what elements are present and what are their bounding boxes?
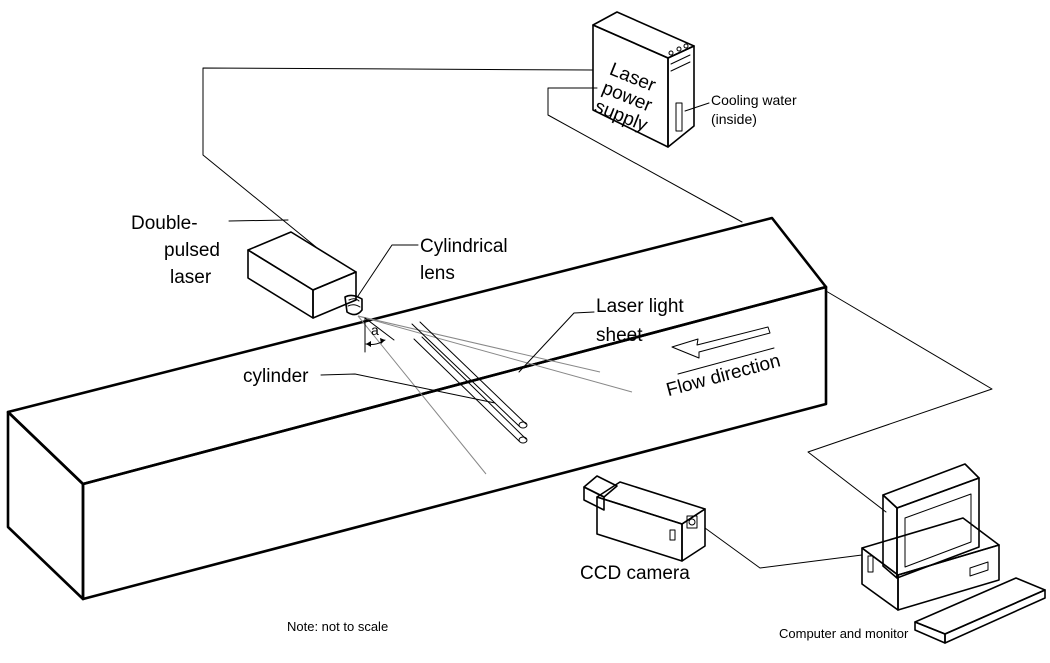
angle-marker (364, 317, 395, 353)
water-channel (6, 216, 828, 601)
note-label: Note: not to scale (287, 619, 389, 634)
double-pulsed-laser-line-1: Double- (131, 213, 198, 234)
cooling-water-line-2: (inside) (711, 111, 757, 127)
laser-power-supply (592, 11, 695, 148)
laser-light-sheet-label: Laser light sheet (596, 292, 684, 350)
label-leader-lines (228, 102, 710, 404)
laser-light-sheet-line-2: sheet (596, 325, 643, 346)
cylinder-label: cylinder (243, 366, 309, 387)
computer-and-monitor-label: Computer and monitor (779, 626, 909, 641)
flow-direction-arrow (671, 326, 775, 375)
ccd-camera (583, 475, 706, 562)
cooling-water-label: Cooling water (inside) (711, 91, 797, 129)
computer-and-monitor (861, 463, 1046, 644)
laser-light-sheet-line-1: Laser light (596, 296, 684, 317)
cylindrical-lens-line-1: Cylindrical (420, 236, 508, 257)
cylinder (411, 321, 528, 444)
cylindrical-lens-label: Cylindrical lens (420, 233, 508, 287)
double-pulsed-laser-line-3: laser (170, 267, 212, 288)
double-pulsed-laser-line-2: pulsed (164, 240, 220, 261)
ccd-camera-label: CCD camera (580, 563, 690, 584)
cylindrical-lens-line-2: lens (420, 263, 455, 284)
angle-label: a (371, 322, 379, 338)
double-pulsed-laser (247, 231, 357, 319)
double-pulsed-laser-label: Double- pulsed laser (131, 210, 226, 291)
connection-cables (202, 67, 993, 569)
laser-light-sheet (357, 315, 633, 475)
cylindrical-lens (344, 294, 363, 316)
cooling-water-line-1: Cooling water (711, 92, 797, 108)
